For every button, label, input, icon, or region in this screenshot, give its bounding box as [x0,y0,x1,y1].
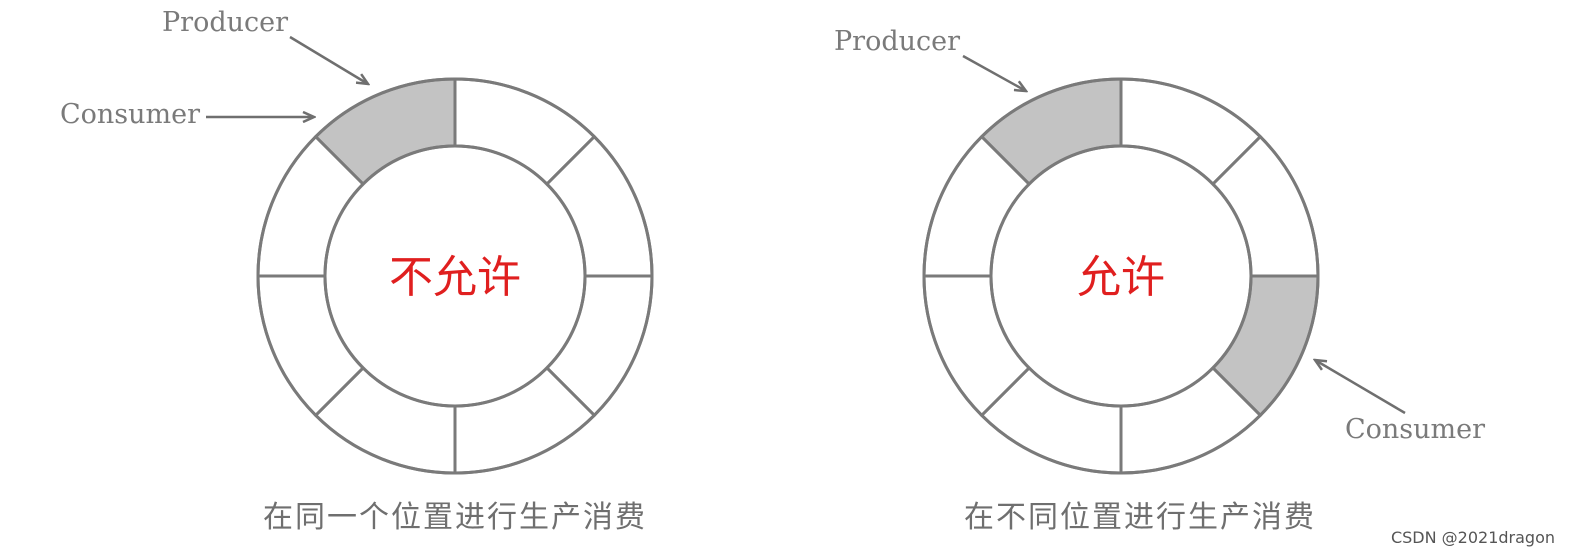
center-label: 不允许 [389,252,521,303]
outer-ring [256,77,654,475]
consumer-label: Consumer [1345,414,1485,445]
consumer-label: Consumer [60,99,200,130]
producer-arrow [289,35,368,84]
center-label: 允许 [1077,252,1165,303]
ring-buffer-same-position: 不允许 Producer Consumer 在同一个位置进行生产消费 [60,7,654,535]
inner-ring [323,144,587,408]
ring-buffer-different-position: 允许 Producer Consumer 在不同位置进行生产消费 [834,26,1485,535]
consumer-arrow [1315,360,1406,415]
caption: 在不同位置进行生产消费 [964,500,1316,535]
producer-label: Producer [834,26,960,57]
outer-ring [922,77,1320,475]
caption: 在同一个位置进行生产消费 [263,500,647,535]
producer-label: Producer [162,7,288,38]
inner-ring [989,144,1253,408]
producer-arrow [962,54,1026,91]
watermark: CSDN @2021dragon [1390,528,1555,547]
